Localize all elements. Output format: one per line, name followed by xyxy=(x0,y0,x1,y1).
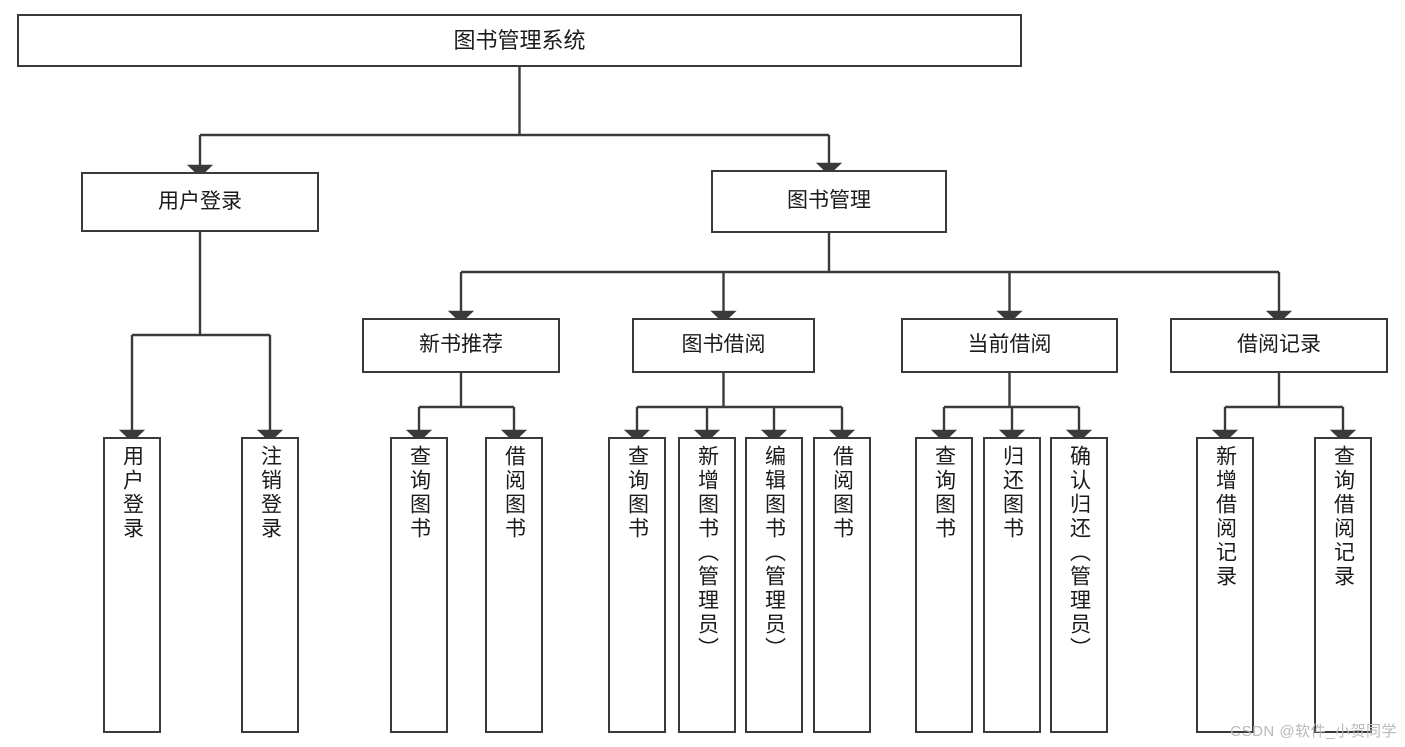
node-label: 注销登录 xyxy=(258,445,282,541)
node-label: 新增图书（管理员） xyxy=(695,445,719,661)
node-root[interactable]: 图书管理系统 xyxy=(17,14,1022,67)
node-leaf-bor1[interactable]: 查询图书 xyxy=(608,437,666,733)
node-borrow[interactable]: 图书借阅 xyxy=(632,318,815,373)
node-label: 图书管理系统 xyxy=(453,27,586,53)
node-records[interactable]: 借阅记录 xyxy=(1170,318,1388,373)
node-label: 编辑图书（管理员） xyxy=(762,445,786,661)
node-current[interactable]: 当前借阅 xyxy=(901,318,1118,373)
watermark: CSDN @软件_小贺同学 xyxy=(1230,723,1397,740)
node-leaf-bor3[interactable]: 编辑图书（管理员） xyxy=(745,437,803,733)
node-label: 确认归还（管理员） xyxy=(1067,445,1091,661)
node-leaf-login2[interactable]: 注销登录 xyxy=(241,437,299,733)
node-label: 借阅图书 xyxy=(830,445,854,541)
node-leaf-new1[interactable]: 查询图书 xyxy=(390,437,448,733)
node-label: 借阅记录 xyxy=(1237,333,1321,357)
node-label: 当前借阅 xyxy=(967,333,1052,357)
node-label: 新增借阅记录 xyxy=(1213,445,1237,589)
node-login[interactable]: 用户登录 xyxy=(81,172,319,232)
node-label: 新书推荐 xyxy=(419,333,503,357)
node-label: 图书借阅 xyxy=(681,333,766,357)
node-label: 用户登录 xyxy=(120,445,144,541)
node-leaf-rec2[interactable]: 查询借阅记录 xyxy=(1314,437,1372,733)
node-leaf-rec1[interactable]: 新增借阅记录 xyxy=(1196,437,1254,733)
node-label: 查询图书 xyxy=(932,445,956,541)
node-label: 借阅图书 xyxy=(502,445,526,541)
node-bookmgmt[interactable]: 图书管理 xyxy=(711,170,947,233)
node-leaf-login1[interactable]: 用户登录 xyxy=(103,437,161,733)
node-leaf-bor4[interactable]: 借阅图书 xyxy=(813,437,871,733)
node-leaf-cur3[interactable]: 确认归还（管理员） xyxy=(1050,437,1108,733)
node-leaf-bor2[interactable]: 新增图书（管理员） xyxy=(678,437,736,733)
node-leaf-new2[interactable]: 借阅图书 xyxy=(485,437,543,733)
node-label: 查询图书 xyxy=(625,445,649,541)
node-label: 查询图书 xyxy=(407,445,431,541)
node-newbook[interactable]: 新书推荐 xyxy=(362,318,560,373)
node-label: 用户登录 xyxy=(158,189,242,213)
node-leaf-cur2[interactable]: 归还图书 xyxy=(983,437,1041,733)
node-leaf-cur1[interactable]: 查询图书 xyxy=(915,437,973,733)
node-label: 图书管理 xyxy=(787,189,871,213)
node-label: 归还图书 xyxy=(1000,445,1024,541)
node-label: 查询借阅记录 xyxy=(1331,445,1355,589)
